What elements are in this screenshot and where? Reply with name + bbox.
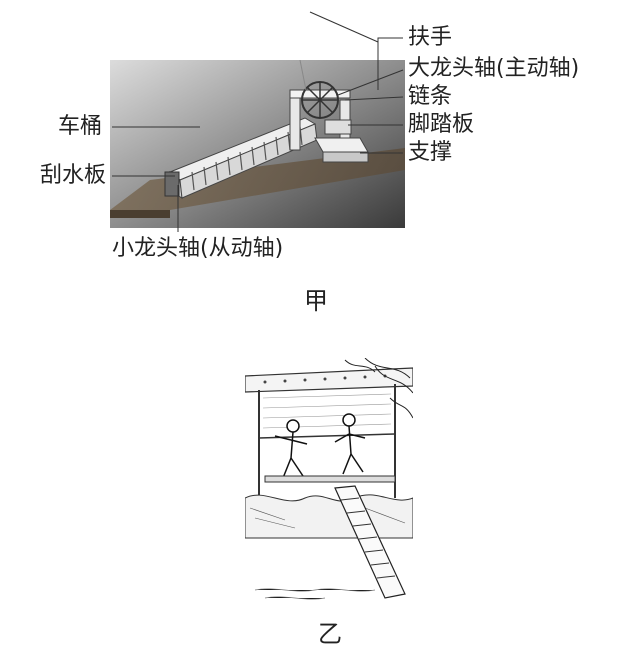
label-chain: 链条 [408, 84, 453, 109]
label-main-shaft: 大龙头轴(主动轴) [408, 56, 580, 81]
label-pedal: 脚踏板 [408, 112, 475, 137]
label-bucket: 车桶 [58, 114, 103, 139]
woodcut-illustration [244, 357, 414, 606]
label-support: 支撑 [408, 140, 453, 165]
caption-figure-b: 乙 [318, 620, 342, 648]
caption-figure-a: 甲 [304, 287, 328, 315]
label-handle: 扶手 [408, 25, 453, 50]
label-driven-shaft: 小龙头轴(从动轴) [112, 236, 284, 261]
label-paddle: 刮水板 [40, 163, 107, 188]
